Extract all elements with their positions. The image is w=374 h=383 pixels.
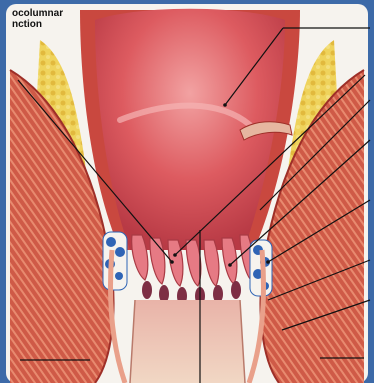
label-line-1: ocolumnar xyxy=(12,8,63,19)
left-venous-plexus xyxy=(103,232,127,290)
label-line-2: nction xyxy=(12,19,63,30)
anal-canal xyxy=(130,300,245,383)
label-anorectal-junction: ocolumnar nction xyxy=(12,8,63,30)
